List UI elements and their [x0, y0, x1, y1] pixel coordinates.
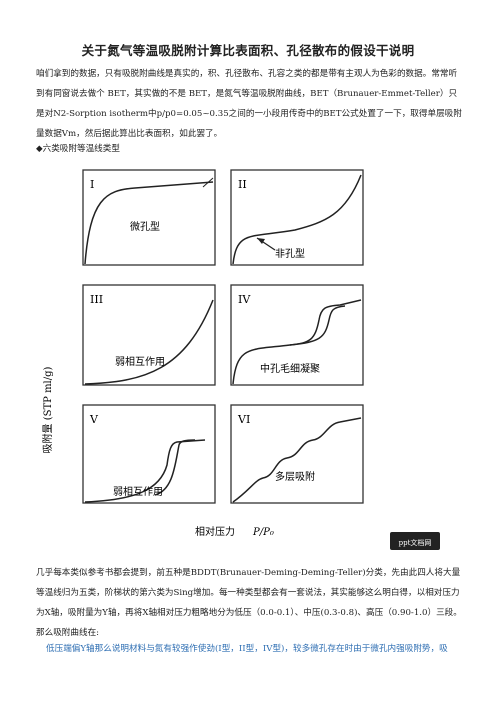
watermark-text: ppt文档网 — [399, 538, 432, 547]
panel-label: 弱相互作用 — [115, 355, 165, 368]
isotherm-svg: 吸附量 (STP ml/g) I 微孔型 II 非孔型 III 弱相互作用 IV… — [41, 169, 440, 550]
isotherm-figure: 吸附量 (STP ml/g) I 微孔型 II 非孔型 III 弱相互作用 IV… — [35, 160, 465, 560]
panel-numeral: V — [89, 413, 99, 426]
panel-VI: VI 多层吸附 — [230, 404, 364, 504]
panel-numeral: IV — [238, 293, 251, 306]
isotherm-types-heading: ◆六类吸附等温线类型 — [36, 144, 120, 154]
panel-I: I 微孔型 — [82, 169, 216, 266]
panel-label: 微孔型 — [130, 220, 160, 233]
panel-II: II 非孔型 — [230, 169, 364, 266]
panel-label: 弱相互作用 — [113, 485, 163, 498]
panel-numeral: I — [90, 178, 94, 191]
panel-label: 非孔型 — [275, 247, 305, 260]
panel-numeral: III — [90, 293, 103, 306]
panel-label: 中孔毛细凝聚 — [260, 362, 320, 375]
x-axis-label: 相对压力 — [195, 525, 235, 538]
bddt-paragraph: 几乎每本类似参考书都会提到，前五种是BDDT(Brunauer-Deming-D… — [36, 568, 462, 638]
watermark: ppt文档网 — [390, 532, 440, 550]
intro-paragraph: 咱们拿到的数据，只有吸脱附曲线是真实的，积、孔径散布、孔容之类的都是带有主观人为… — [36, 69, 462, 139]
y-axis-label: 吸附量 (STP ml/g) — [41, 366, 54, 453]
panel-numeral: VI — [237, 413, 250, 426]
panel-numeral: II — [238, 178, 247, 191]
panel-label: 多层吸附 — [275, 470, 315, 483]
low-pressure-paragraph: 低压端偏Y轴那么说明材料与氮有较强作使劲(I型，II型，IV型)，较多微孔存在时… — [46, 644, 448, 654]
panel-III: III 弱相互作用 — [82, 284, 216, 386]
document-title: 关于氮气等温吸脱附计算比表面积、孔径散布的假设干说明 — [81, 43, 415, 58]
x-axis-unit: P/P₀ — [252, 527, 274, 538]
panel-IV: IV 中孔毛细凝聚 — [230, 284, 364, 386]
panel-V: V 弱相互作用 — [82, 404, 216, 504]
